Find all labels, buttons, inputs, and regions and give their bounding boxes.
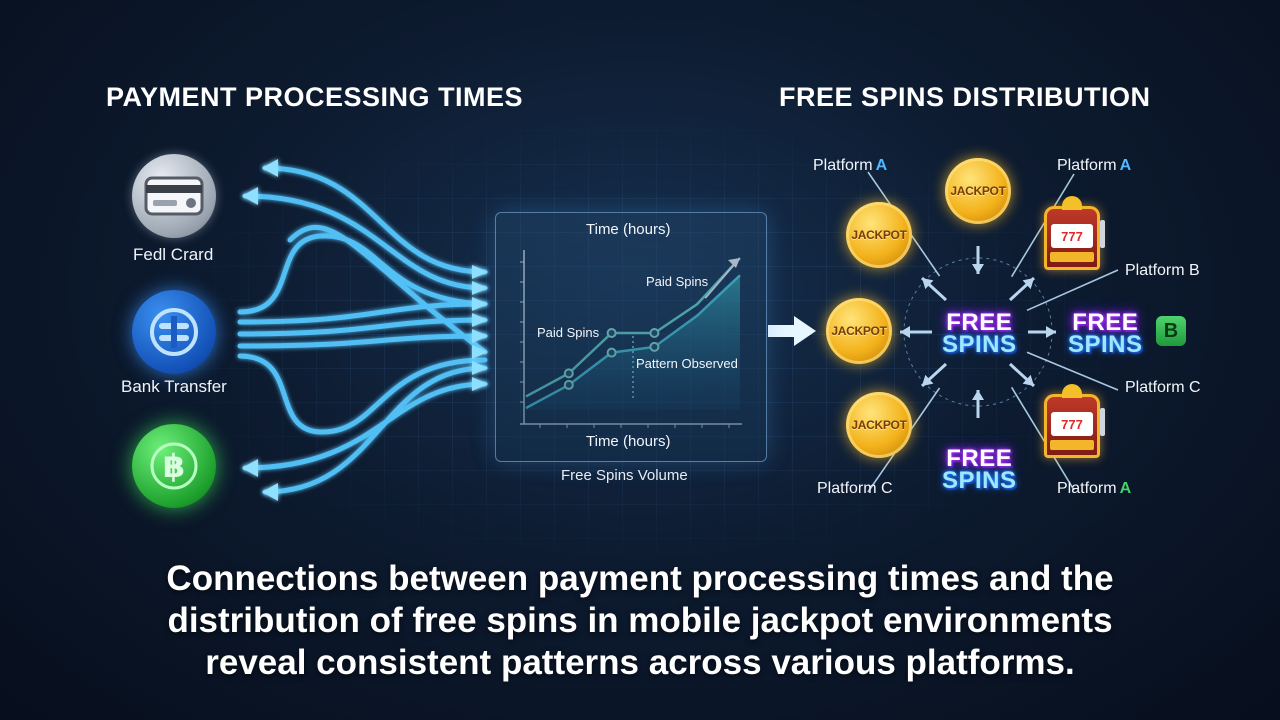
flow-loop-upper — [237, 233, 488, 315]
flow-line — [242, 193, 488, 291]
bank-transfer-icon — [132, 290, 216, 374]
chart-panel — [495, 212, 767, 462]
caption-line-3: reveal consistent patterns across variou… — [205, 643, 1075, 682]
jackpot-coin-upper-left: JACKPOT — [846, 202, 912, 268]
flow-arrowhead — [472, 377, 488, 391]
distribution-connector — [1010, 173, 1075, 278]
distribution-connector — [1026, 351, 1119, 391]
distribution-arrowhead — [900, 326, 910, 338]
distribution-arrowhead — [972, 390, 984, 400]
flow-line — [262, 365, 488, 495]
distribution-connector — [1026, 269, 1119, 312]
credit-card-label: Fedl Crard — [133, 245, 214, 264]
distribution-arrowhead — [1022, 374, 1034, 386]
bank-transfer-label: Bank Transfer — [121, 377, 227, 396]
distribution-arrowhead — [1046, 326, 1056, 338]
credit-card-icon — [132, 154, 216, 238]
bitcoin-icon: ฿ — [132, 424, 216, 508]
payment-processing-title: PAYMENT PROCESSING TIMES — [106, 82, 524, 112]
distribution-arrowhead — [1022, 278, 1034, 290]
distribution-connector — [1010, 386, 1075, 491]
annotation-pattern-observed: Pattern Observed — [636, 356, 738, 371]
arrow-to-distribution-shaft — [768, 325, 794, 337]
free-spins-distribution-title: FREE SPINS DISTRIBUTION — [779, 82, 1151, 112]
distribution-arrowhead — [922, 278, 934, 290]
slot-machine-icon-bottom: 777 — [1044, 384, 1105, 458]
caption-line-2: distribution of free spins in mobile jac… — [167, 601, 1113, 640]
flow-arrowhead — [472, 313, 488, 327]
jackpot-coin-lower-left: JACKPOT — [846, 392, 912, 458]
jackpot-coin-top: JACKPOT — [945, 158, 1011, 224]
platform-label-c-right: Platform C — [1125, 379, 1201, 396]
annotation-paid-spins-low: Paid Spins — [537, 325, 600, 340]
flow-line — [237, 301, 488, 325]
distribution-arrowhead — [922, 374, 934, 386]
svg-text:฿: ฿ — [163, 447, 185, 485]
flow-arrowhead — [472, 329, 488, 343]
flow-arrowhead — [472, 265, 488, 279]
flow-line — [237, 317, 488, 337]
distribution-arrowhead — [972, 264, 984, 274]
flow-arrowhead — [262, 159, 278, 177]
flow-line — [237, 333, 488, 349]
flow-arrowhead — [472, 281, 488, 295]
chart-title: Time (hours) — [586, 221, 671, 238]
jackpot-coin-left: JACKPOT — [826, 298, 892, 364]
chart-caption: Free Spins Volume — [561, 467, 688, 484]
platform-b-badge: B — [1156, 316, 1186, 346]
flow-arrowhead — [472, 361, 488, 375]
platform-label-c-bottom: Platform C — [817, 480, 893, 497]
flow-arrowhead — [242, 459, 258, 477]
flow-line — [262, 165, 488, 275]
annotation-paid-spins-high: Paid Spins — [646, 274, 709, 289]
flow-arrowhead — [242, 187, 258, 205]
flow-line — [242, 381, 488, 471]
flow-arrowhead — [262, 483, 278, 501]
summary-caption: Connections between payment processing t… — [0, 558, 1280, 684]
chart-x-axis-label: Time (hours) — [586, 433, 671, 450]
flow-arrowhead — [472, 297, 488, 311]
slot-machine-icon-top: 777 — [1044, 196, 1105, 270]
flow-arrowhead — [472, 345, 488, 359]
platform-label-b: Platform B — [1125, 262, 1200, 279]
arrow-to-distribution-head — [794, 316, 816, 346]
flow-loop-lower — [237, 353, 488, 435]
caption-line-1: Connections between payment processing t… — [166, 559, 1114, 598]
